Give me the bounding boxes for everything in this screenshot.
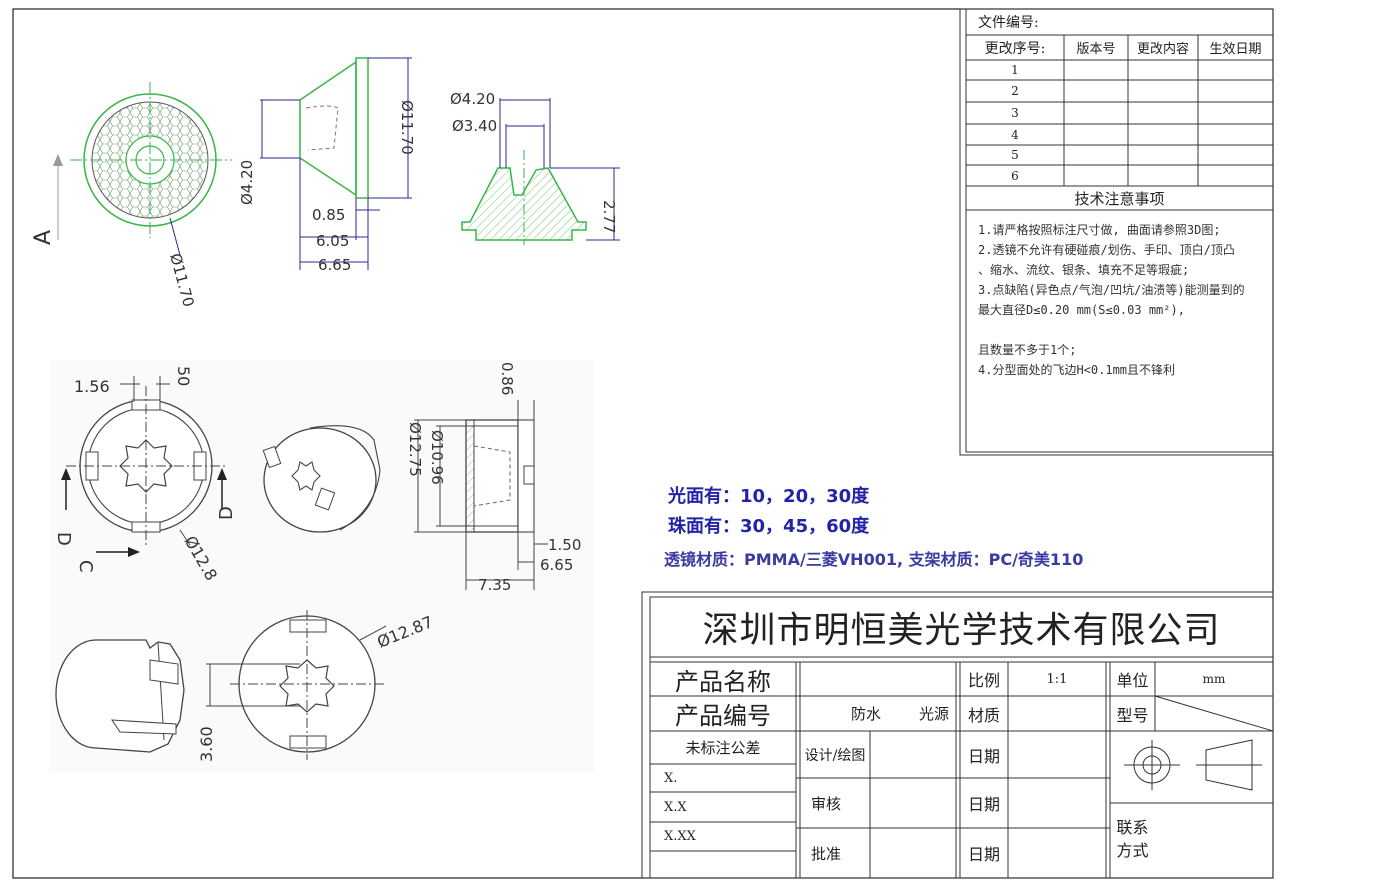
revision-row-2: 2 <box>1011 84 1019 98</box>
dim-holder-side-665: 6.65 <box>540 556 573 574</box>
revision-row-3: 3 <box>1011 106 1019 120</box>
date-label-2: 日期 <box>967 795 1000 814</box>
dim-holder-156: 1.56 <box>74 377 110 396</box>
tech-note-line: 1.请严格按照标注尺寸做, 曲面请参照3D图; <box>978 223 1221 237</box>
dim-lens-section-d2: Ø3.40 <box>452 117 497 135</box>
material-label: 材质 <box>967 705 1000 725</box>
tolerance-xx: X.X <box>664 799 687 815</box>
tolerance-xxx: X.XX <box>664 829 696 844</box>
company-name: 深圳市明恒美光学技术有限公司 <box>702 610 1221 651</box>
tech-note-line: 4.分型面处的飞边H<0.1mm且不锋利 <box>978 363 1176 377</box>
spec-materials: 透镜材质：PMMA/三菱VH001, 支架材质：PC/奇美110 <box>664 550 1084 569</box>
dim-holder-side-d1275: Ø12.75 <box>406 422 424 477</box>
holder-bottom-view <box>206 610 387 760</box>
header-effective-date: 生效日期 <box>1209 42 1262 57</box>
design-label: 设计/绘图 <box>804 747 866 764</box>
revision-row-6: 6 <box>1011 168 1019 183</box>
product-no-label: 产品编号 <box>675 702 771 730</box>
model-label: 型号 <box>1116 705 1149 725</box>
dim-holder-d-right: D <box>216 506 237 520</box>
contact-label-2: 方式 <box>1116 841 1149 860</box>
tolerance-label: 未标注公差 <box>685 739 761 757</box>
review-label: 审核 <box>810 794 841 813</box>
projection-symbol <box>1124 739 1262 791</box>
dim-section-label: A <box>31 230 56 245</box>
product-no-value-1: 防水 <box>850 705 881 723</box>
scale-value: 1:1 <box>1046 671 1068 687</box>
dim-holder-50: 50 <box>174 366 193 386</box>
lens-front-view <box>53 82 232 256</box>
dimension-labels: Ø11.70 A Ø4.20 Ø11.70 0.85 6.05 6.65 Ø4.… <box>31 90 618 762</box>
holder-iso-view-1 <box>262 425 381 533</box>
approve-label: 批准 <box>810 844 841 863</box>
date-label-3: 日期 <box>967 845 1000 864</box>
dim-lens-d-side: Ø11.70 <box>166 251 198 309</box>
tech-note-line <box>978 320 1278 340</box>
tech-notes-title: 技术注意事项 <box>1074 189 1165 208</box>
dim-lens-l2: 6.05 <box>316 232 349 250</box>
dim-lens-l1: 0.85 <box>312 206 345 224</box>
tolerance-x: X. <box>664 770 678 786</box>
date-label-1: 日期 <box>967 746 1000 766</box>
tech-note-line: 且数量不多于1个; <box>978 343 1077 357</box>
contact-label-1: 联系 <box>1116 818 1149 837</box>
tech-notes: 1.请严格按照标注尺寸做, 曲面请参照3D图; 2.透镜不允许有硬碰痕/划伤、手… <box>978 220 1278 380</box>
dim-lens-h: 2.77 <box>600 200 618 233</box>
dim-lens-d-outer: Ø11.70 <box>398 100 416 155</box>
dim-holder-side-150: 1.50 <box>548 536 581 554</box>
spec-bead-angles: 珠面有：30，45，60度 <box>668 516 870 537</box>
dim-holder-c: C <box>75 560 96 573</box>
header-version: 版本号 <box>1076 42 1116 57</box>
product-no-value-2: 光源 <box>918 705 949 723</box>
revision-row-1: 1 <box>1011 63 1019 77</box>
tech-note-line: 2.透镜不允许有硬碰痕/划伤、手印、顶白/顶凸 <box>978 243 1235 257</box>
revision-table-grid <box>959 8 1274 456</box>
holder-top-view <box>61 376 227 557</box>
dim-holder-side-735: 7.35 <box>478 576 511 594</box>
holder-side-view <box>414 400 548 590</box>
title-block-grid <box>641 591 1274 879</box>
product-name-label: 产品名称 <box>675 667 771 696</box>
dim-holder-d-left: D <box>53 532 74 546</box>
holder-iso-view-2 <box>55 639 185 753</box>
spec-smooth-angles: 光面有：10，20，30度 <box>668 486 870 507</box>
dim-holder-360: 3.60 <box>197 726 216 762</box>
unit-label: 单位 <box>1116 671 1149 690</box>
lens-section-view <box>461 98 620 245</box>
revision-row-4: 4 <box>1011 127 1019 142</box>
dim-holder-side-d1096: Ø10.96 <box>428 430 446 485</box>
lens-side-view <box>260 57 412 270</box>
header-change-content: 更改内容 <box>1136 42 1189 57</box>
tech-note-line: 最大直径D≤0.20 mm(S≤0.03 mm²), <box>978 303 1185 317</box>
revision-row-5: 5 <box>1011 148 1019 162</box>
scale-label: 比例 <box>967 671 1000 690</box>
header-change-seq: 更改序号: <box>984 40 1046 57</box>
dim-holder-side-086: 0.86 <box>498 362 516 395</box>
dim-lens-l3: 6.65 <box>318 256 351 274</box>
tech-note-line: 3.点缺陷(异色点/气泡/凹坑/油渍等)能测量到的 <box>978 283 1245 297</box>
file-number-label: 文件编号: <box>978 15 1039 31</box>
dim-lens-d-inner: Ø4.20 <box>238 160 256 205</box>
dim-lens-section-d1: Ø4.20 <box>450 90 495 108</box>
unit-value: mm <box>1202 672 1226 686</box>
tech-note-line: 、缩水、流纹、银条、填充不足等瑕疵; <box>978 263 1190 277</box>
